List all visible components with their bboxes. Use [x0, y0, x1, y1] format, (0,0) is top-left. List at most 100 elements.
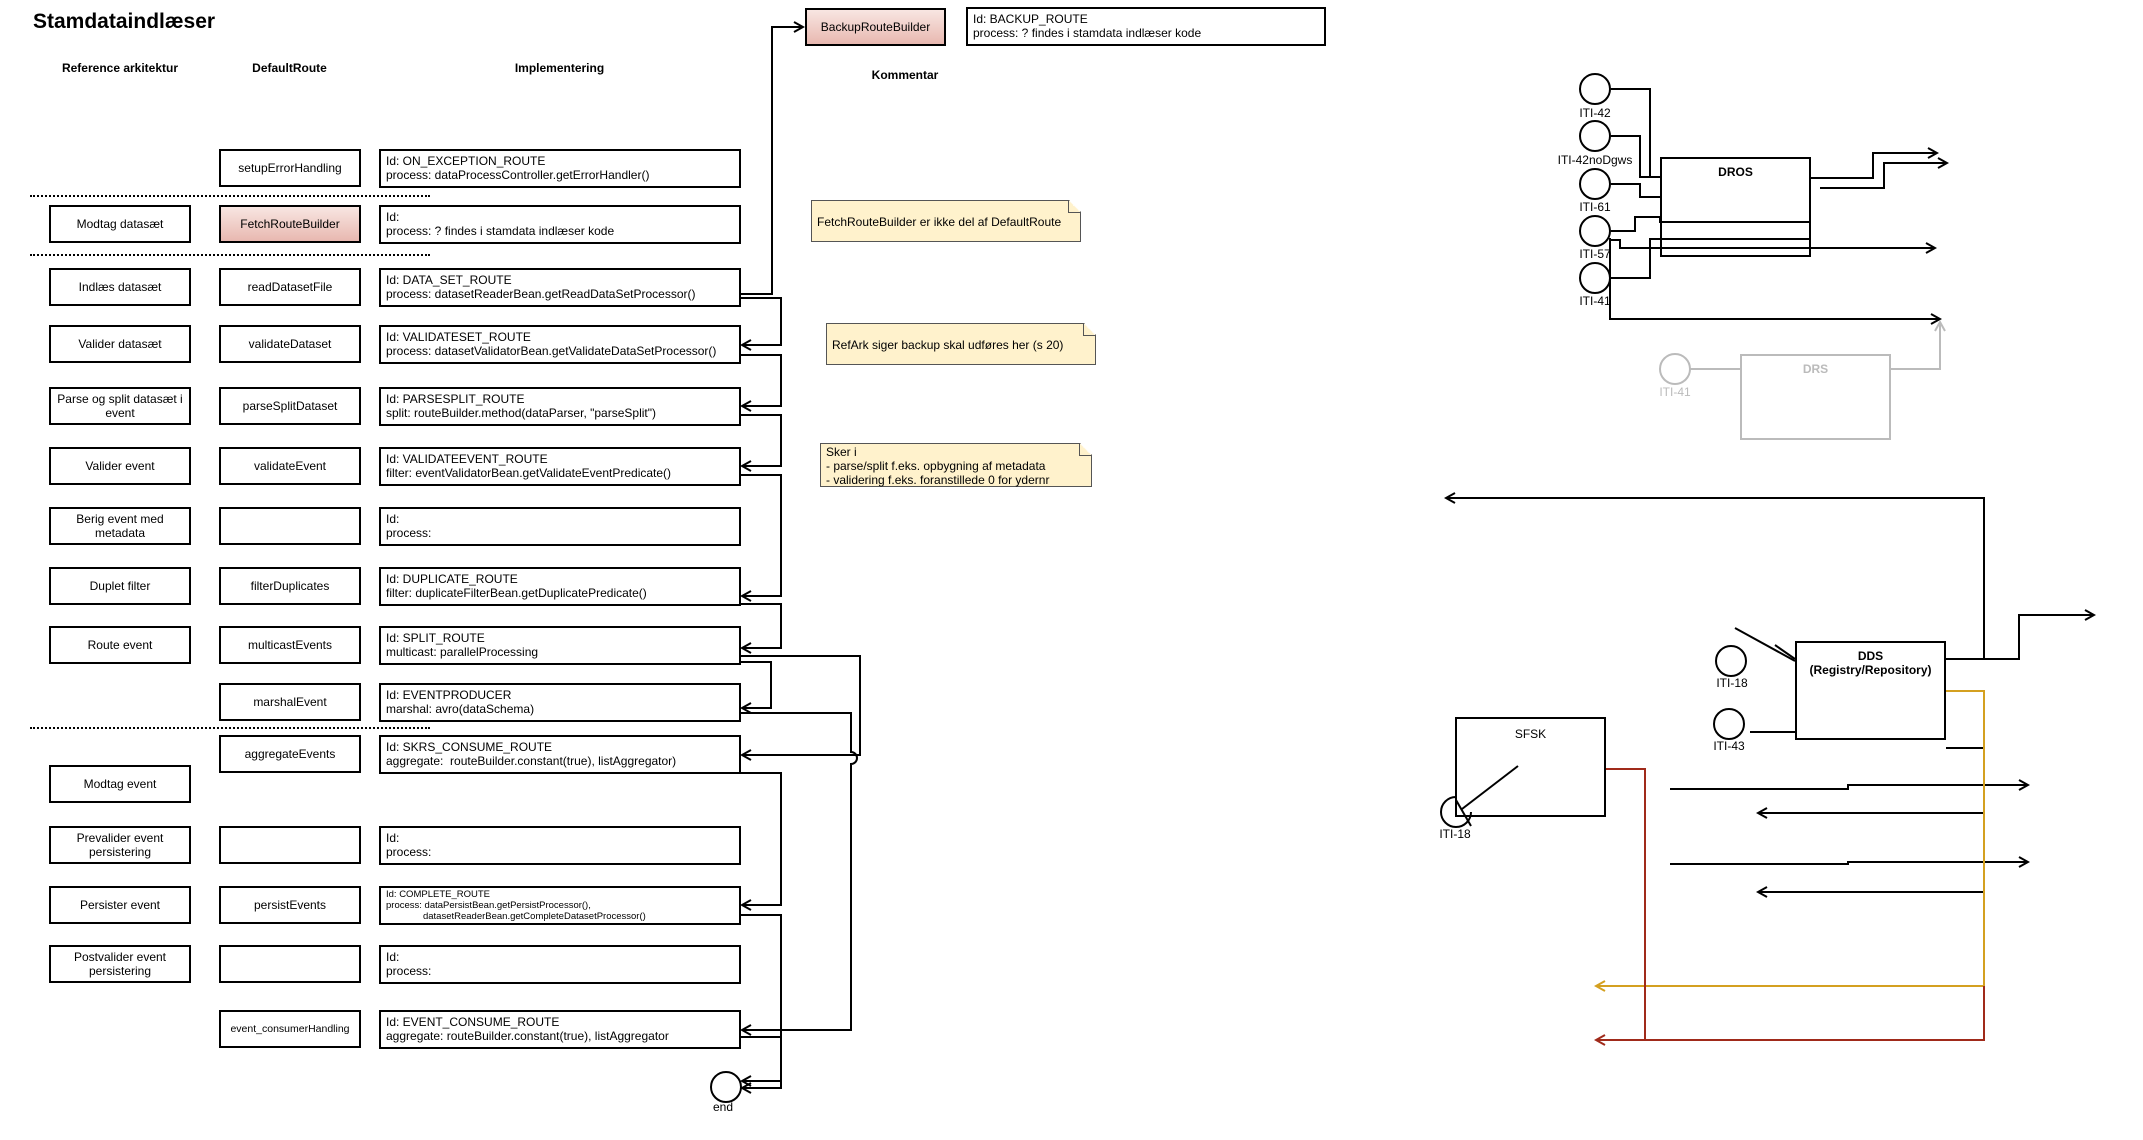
implementation-route[interactable]: Id: PARSESPLIT_ROUTE split: routeBuilder…: [379, 387, 741, 426]
endpoint-label: ITI-61: [1579, 200, 1611, 214]
default-route-step[interactable]: persistEvents: [219, 886, 361, 924]
separator-dotted: [30, 254, 430, 256]
backup-route-builder[interactable]: BackupRouteBuilder: [805, 8, 946, 46]
endpoint-circle-iti42nodgws: [1579, 120, 1611, 152]
reference-step[interactable]: Berig event med metadata: [49, 507, 191, 545]
connector: [740, 354, 782, 406]
implementation-route[interactable]: Id: SKRS_CONSUME_ROUTE aggregate: routeB…: [379, 735, 741, 774]
connector: [740, 914, 782, 1088]
implementation-route[interactable]: Id: VALIDATEEVENT_ROUTE filter: eventVal…: [379, 447, 741, 486]
endpoint-label: ITI-18: [1716, 676, 1748, 690]
implementation-route[interactable]: Id: EVENT_CONSUME_ROUTE aggregate: route…: [379, 1010, 741, 1049]
connector: [1611, 135, 1660, 178]
reference-step[interactable]: Modtag event: [49, 765, 191, 803]
implementation-route[interactable]: Id: DATA_SET_ROUTE process: datasetReade…: [379, 268, 741, 307]
default-route-step[interactable]: parseSplitDataset: [219, 387, 361, 425]
connector: [1461, 765, 1519, 810]
connector: [740, 661, 772, 708]
implementation-route[interactable]: Id: process:: [379, 507, 741, 546]
dds-label: DDS (Registry/Repository): [1809, 649, 1932, 677]
sfsk-label: SFSK: [1514, 727, 1547, 741]
reference-step[interactable]: Indlæs datasæt: [49, 268, 191, 306]
header-reference: Reference arkitektur: [61, 61, 179, 75]
dds-box[interactable]: DDS (Registry/Repository): [1795, 641, 1946, 740]
connector: [1611, 239, 1935, 248]
reference-step[interactable]: Valider datasæt: [49, 325, 191, 363]
connector: [1611, 216, 1810, 232]
header-default-route: DefaultRoute: [252, 61, 327, 75]
header-implementation: Implementering: [514, 61, 605, 75]
endpoint-label: ITI-57: [1579, 247, 1611, 261]
default-route-step[interactable]: multicastEvents: [219, 626, 361, 664]
default-route-step[interactable]: filterDuplicates: [219, 567, 361, 605]
implementation-route[interactable]: Id: process:: [379, 826, 741, 865]
implementation-route[interactable]: Id: COMPLETE_ROUTE process: dataPersistB…: [379, 886, 741, 925]
connector: [1810, 153, 1937, 179]
implementation-route[interactable]: Id: VALIDATESET_ROUTE process: datasetVa…: [379, 325, 741, 364]
default-route-step[interactable]: FetchRouteBuilder: [219, 205, 361, 243]
default-route-step[interactable]: aggregateEvents: [219, 735, 361, 773]
reference-step[interactable]: Modtag datasæt: [49, 205, 191, 243]
end-label: end: [712, 1100, 734, 1114]
default-route-step[interactable]: [219, 507, 361, 545]
endpoint-label: ITI-41: [1659, 385, 1691, 399]
endpoint-label: ITI-42: [1579, 106, 1611, 120]
implementation-route[interactable]: Id: EVENTPRODUCER marshal: avro(dataSche…: [379, 683, 741, 722]
connector: [1596, 768, 1646, 1040]
connector: [740, 297, 782, 345]
dros-label: DROS: [1718, 165, 1753, 179]
default-route-step[interactable]: event_consumerHandling: [219, 1010, 361, 1048]
reference-step[interactable]: Parse og split datasæt i event: [49, 387, 191, 425]
reference-step[interactable]: Duplet filter: [49, 567, 191, 605]
connector: [740, 655, 861, 755]
connector: [1611, 238, 1810, 279]
note-text: FetchRouteBuilder er ikke del af Default…: [817, 215, 1062, 229]
note-sker-i: Sker i - parse/split f.eks. opbygning af…: [820, 443, 1092, 487]
connector: [1891, 322, 1940, 370]
dros-box[interactable]: DROS: [1660, 157, 1811, 257]
connector: [1446, 498, 1985, 659]
default-route-step[interactable]: marshalEvent: [219, 683, 361, 721]
page-title: Stamdataindlæser: [33, 10, 216, 33]
default-route-step[interactable]: validateDataset: [219, 325, 361, 363]
default-route-step[interactable]: [219, 945, 361, 983]
endpoint-circle-iti57: [1579, 215, 1611, 247]
separator-dotted: [30, 195, 430, 197]
backup-route-impl[interactable]: Id: BACKUP_ROUTE process: ? findes i sta…: [966, 7, 1326, 46]
connector: [740, 712, 858, 1030]
implementation-route[interactable]: Id: ON_EXCEPTION_ROUTE process: dataProc…: [379, 149, 741, 188]
connector: [1734, 627, 1796, 662]
connector: [1645, 986, 1985, 1041]
connector: [1758, 748, 1985, 813]
note-text: Sker i - parse/split f.eks. opbygning af…: [826, 445, 1050, 487]
header-comment: Kommentar: [871, 68, 939, 82]
implementation-route[interactable]: Id: SPLIT_ROUTE multicast: parallelProce…: [379, 626, 741, 665]
connector: [740, 1036, 782, 1081]
reference-step[interactable]: Route event: [49, 626, 191, 664]
implementation-route[interactable]: Id: process:: [379, 945, 741, 984]
endpoint-label: ITI-41: [1579, 294, 1611, 308]
connector: [740, 27, 803, 295]
connector: [1946, 615, 2094, 660]
connector: [740, 414, 782, 466]
reference-step[interactable]: Valider event: [49, 447, 191, 485]
implementation-route[interactable]: Id: DUPLICATE_ROUTE filter: duplicateFil…: [379, 567, 741, 606]
endpoint-label: ITI-18: [1439, 827, 1471, 841]
endpoint-label: ITI-42noDgws: [1557, 153, 1633, 167]
connector: [740, 603, 782, 648]
endpoint-label: ITI-43: [1713, 739, 1745, 753]
default-route-step[interactable]: validateEvent: [219, 447, 361, 485]
sfsk-box[interactable]: SFSK: [1455, 717, 1606, 817]
reference-step[interactable]: Postvalider event persistering: [49, 945, 191, 983]
default-route-step[interactable]: readDatasetFile: [219, 268, 361, 306]
connector: [740, 772, 782, 905]
default-route-step[interactable]: [219, 826, 361, 864]
drs-box[interactable]: DRS: [1740, 354, 1891, 440]
reference-step[interactable]: Persister event: [49, 886, 191, 924]
endpoint-circle-iti42: [1579, 73, 1611, 105]
implementation-route[interactable]: Id: process: ? findes i stamdata indlæse…: [379, 205, 741, 244]
connector: [1758, 760, 1985, 892]
reference-step[interactable]: Prevalider event persistering: [49, 826, 191, 864]
default-route-step[interactable]: setupErrorHandling: [219, 149, 361, 187]
